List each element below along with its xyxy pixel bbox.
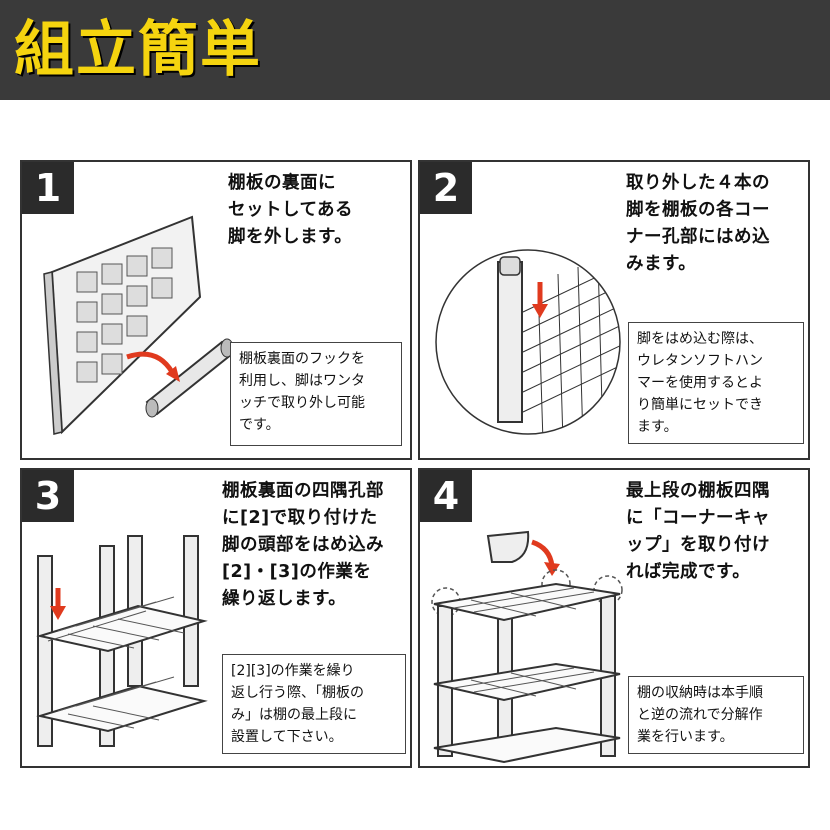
page-title: 組立簡単 — [14, 15, 262, 85]
step-note: 棚板裏面のフックを 利用し、脚はワンタ ッチで取り外し可能 です。 — [230, 342, 402, 446]
step-number-badge: 2 — [420, 162, 472, 214]
step-panel-2: 2 取り外した４本の 脚を棚板の各コー ナー孔部にはめ込 みます。 脚をはめ込む… — [418, 160, 810, 460]
step-note: [2][3]の作業を繰り 返し行う際、「棚板の み」は棚の最上段に 設置して下さ… — [222, 654, 406, 754]
step-description: 棚板裏面の四隅孔部 に[2]で取り付けた 脚の頭部をはめ込み [2]・[3]の作… — [222, 481, 384, 609]
step-panel-1: 1 棚板の裏面に セットしてある 脚を外します。 棚板裏面のフックを 利用し、脚… — [20, 160, 412, 460]
step-description: 取り外した４本の 脚を棚板の各コー ナー孔部にはめ込 みます。 — [626, 173, 770, 274]
step-note: 脚をはめ込む際は、 ウレタンソフトハン マーを使用するとよ り簡単にセットでき … — [628, 322, 804, 444]
step-note: 棚の収納時は本手順 と逆の流れで分解作 業を行います。 — [628, 676, 804, 754]
step-number-badge: 3 — [22, 470, 74, 522]
step-number-badge: 1 — [22, 162, 74, 214]
stacking-shelves-illustration — [36, 535, 208, 747]
step-panel-3: 3 棚板裏面の四隅孔部 に[2]で取り付けた 脚の頭部をはめ込み [2]・[3]… — [20, 468, 412, 768]
step-number-badge: 4 — [420, 470, 472, 522]
leg-insert-illustration — [435, 249, 621, 435]
step-description: 最上段の棚板四隅 に「コーナーキャ ップ」を取り付け れば完成です。 — [626, 481, 770, 582]
shelf-underside-illustration — [43, 215, 234, 435]
step-panel-4: 4 最上段の棚板四隅 に「コーナーキャ ップ」を取り付け れば完成です。 棚の収… — [418, 468, 810, 768]
corner-cap-illustration — [431, 530, 623, 764]
step-description: 棚板の裏面に セットしてある 脚を外します。 — [228, 173, 353, 247]
header-bar: 組立簡単 — [0, 0, 830, 100]
